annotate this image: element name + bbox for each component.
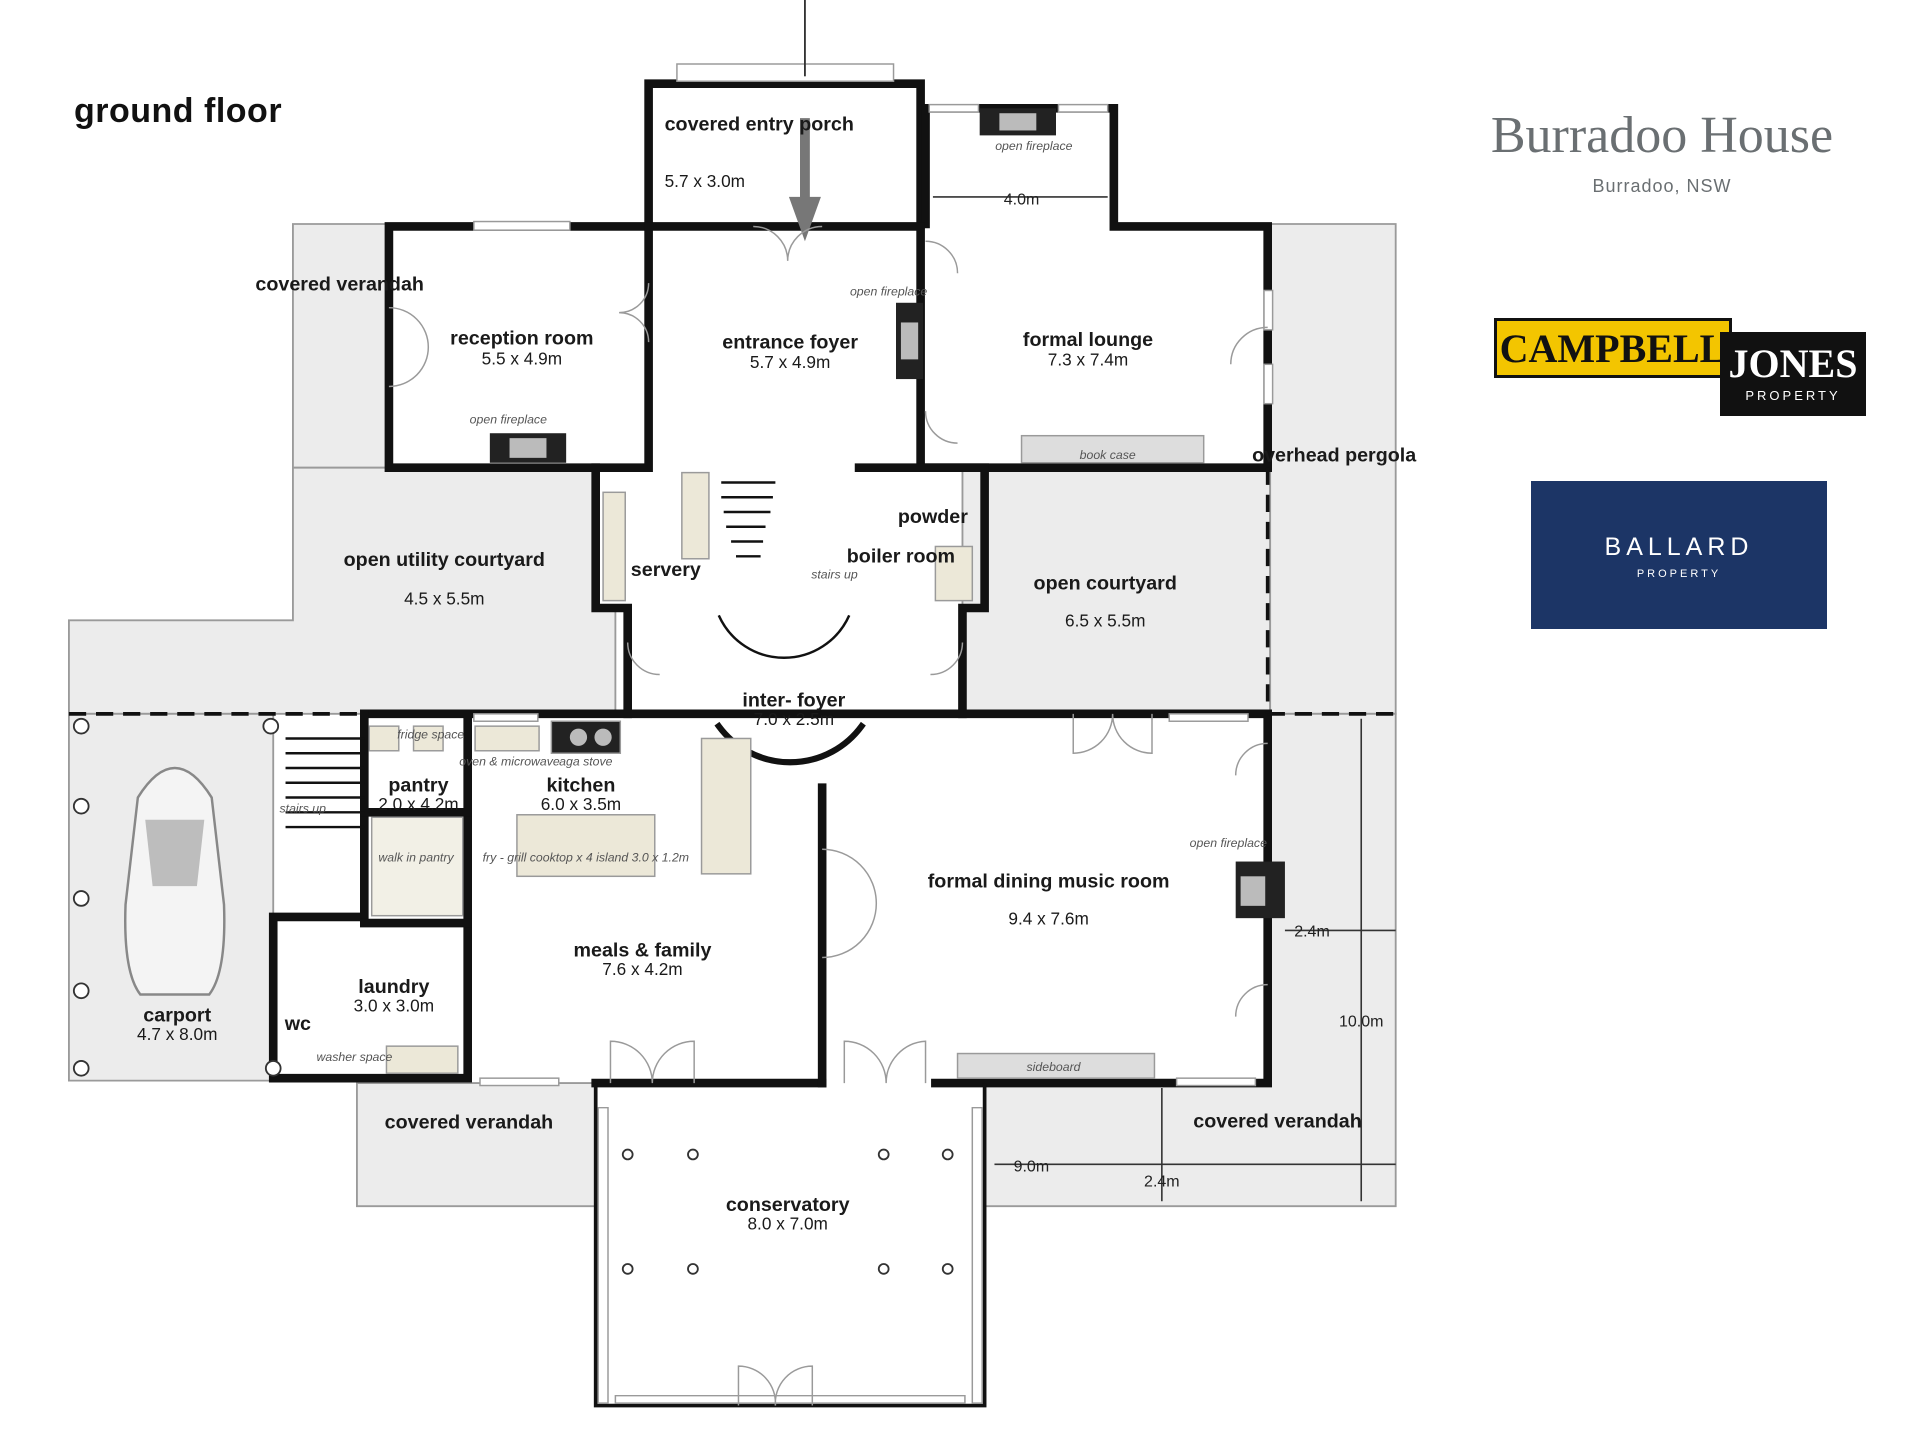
stairs-utility: [285, 737, 365, 829]
carport-posts: [72, 717, 282, 1077]
pantry-walls: [360, 808, 472, 928]
covered-entry-porch-label: covered entry porch: [665, 113, 854, 135]
jones-word: JONES: [1728, 341, 1858, 386]
covered-verandah-south-label: covered verandah: [385, 1112, 554, 1134]
book-case-note: book case: [1080, 448, 1136, 462]
open-courtyard-size: 6.5 x 5.5m: [1065, 610, 1145, 630]
walk-in-pantry-note: walk in pantry: [378, 851, 454, 865]
dimension-lines: [932, 196, 1396, 1202]
overhead-pergola-label: overhead pergola: [1252, 445, 1417, 467]
dining-fireplace-note: open fireplace: [1190, 836, 1267, 850]
ballard-property-word: PROPERTY: [1636, 568, 1722, 580]
washer-space-note: washer space: [317, 1050, 393, 1064]
reception-fireplace-note: open fireplace: [470, 412, 547, 426]
sideboard-note: sideboard: [1027, 1060, 1082, 1074]
boiler-room-label: boiler room: [847, 545, 955, 567]
open-courtyard-label: open courtyard: [1034, 573, 1177, 595]
conservatory-label: conservatory: [726, 1194, 850, 1216]
fixture-notes: open fireplace open fireplace open firep…: [280, 139, 1268, 1074]
main-south-walls: [360, 709, 1272, 1088]
jones-property-word: PROPERTY: [1745, 388, 1841, 403]
foyer-arc-left: [717, 614, 851, 660]
kitchen-label: kitchen: [546, 774, 615, 796]
carport-label: carport: [143, 1005, 211, 1027]
verandah-east-depth-dimension: 2.4m: [1294, 924, 1330, 941]
property-location: Burradoo, NSW: [1592, 176, 1732, 196]
pantry-label: pantry: [388, 774, 448, 796]
wc-label: wc: [284, 1013, 311, 1035]
conservatory-size: 8.0 x 7.0m: [747, 1214, 827, 1234]
pergola-area: [1269, 223, 1397, 715]
powder-label: powder: [898, 506, 968, 528]
foyer-walls: [644, 222, 925, 472]
foyer-fireplace-note: open fireplace: [850, 284, 927, 298]
porch-walls: [644, 79, 925, 229]
windows: [473, 63, 1274, 1087]
covered-entry-porch-size: 5.7 x 3.0m: [665, 171, 745, 191]
verandah-south-width-dimension: 9.0m: [1014, 1159, 1050, 1176]
campbell-jones-logo: CAMPBELL JONES PROPERTY: [1494, 318, 1866, 418]
aga-stove-note: aga stove: [559, 755, 612, 769]
reception-room-size: 5.5 x 4.9m: [482, 348, 562, 368]
meals-family-size: 7.6 x 4.2m: [602, 959, 682, 979]
ballard-logo: BALLARD PROPERTY: [1531, 481, 1827, 629]
east-length-dimension: 10.0m: [1339, 1013, 1383, 1030]
dimension-labels: 4.0m 2.4m 10.0m 9.0m 2.4m: [1004, 191, 1384, 1190]
utility-courtyard-area: [68, 466, 617, 715]
reception-room-label: reception room: [450, 328, 593, 350]
door-swings: [388, 225, 1268, 1406]
fridge-space-note: fridge space: [397, 727, 464, 741]
core-walls: [591, 463, 632, 719]
verandah-south-depth-dimension: 2.4m: [1144, 1173, 1180, 1190]
ballard-word: BALLARD: [1604, 533, 1754, 561]
formal-lounge-label: formal lounge: [1023, 329, 1153, 351]
inter-foyer-size: 7.0 x 2.5m: [754, 709, 834, 729]
kitchen-size: 6.0 x 3.5m: [541, 794, 621, 814]
inter-foyer-label: inter- foyer: [742, 689, 845, 711]
formal-dining-size: 9.4 x 7.6m: [1008, 908, 1088, 928]
formal-lounge-size: 7.3 x 7.4m: [1048, 350, 1128, 370]
conservatory-structure: [593, 1083, 987, 1408]
floor-label: ground floor: [74, 92, 283, 130]
formal-dining-label: formal dining music room: [928, 870, 1170, 892]
carport-size: 4.7 x 8.0m: [137, 1024, 217, 1044]
laundry-label: laundry: [358, 976, 429, 998]
covered-verandah-east-label: covered verandah: [1193, 1110, 1362, 1132]
entrance-foyer-size: 5.7 x 4.9m: [750, 352, 830, 372]
lounge-fireplace-note: open fireplace: [995, 139, 1072, 153]
room-labels: covered entry porch 5.7 x 3.0m reception…: [137, 113, 1417, 1233]
lounge-width-dimension: 4.0m: [1004, 191, 1040, 208]
pantry-size: 2.0 x 4.2m: [378, 794, 458, 814]
foyer-stairs-note: stairs up: [811, 567, 858, 581]
lounge-walls: [921, 104, 1272, 472]
utility-stairs-note: stairs up: [280, 801, 327, 815]
oven-microwave-note: oven & microwave: [459, 755, 560, 769]
entry-arrows: [788, 0, 821, 242]
property-name: Burradoo House: [1490, 107, 1834, 164]
jones-wordmark: JONES PROPERTY: [1720, 332, 1866, 416]
open-utility-courtyard-label: open utility courtyard: [344, 549, 545, 571]
entrance-foyer-label: entrance foyer: [722, 331, 858, 353]
island-note: fry - grill cooktop x 4 island 3.0 x 1.2…: [483, 851, 689, 865]
fixtures: [285, 108, 1285, 1079]
covered-verandah-west-label: covered verandah: [255, 273, 424, 295]
covered-verandah-west-area: [292, 223, 390, 469]
meals-family-label: meals & family: [574, 939, 712, 961]
laundry-size: 3.0 x 3.0m: [354, 996, 434, 1016]
car-icon: [124, 767, 226, 996]
verandah-south-area: [356, 1082, 597, 1208]
stairs-foyer: [721, 481, 776, 558]
open-utility-courtyard-size: 4.5 x 5.5m: [404, 588, 484, 608]
servery-label: servery: [631, 559, 701, 581]
